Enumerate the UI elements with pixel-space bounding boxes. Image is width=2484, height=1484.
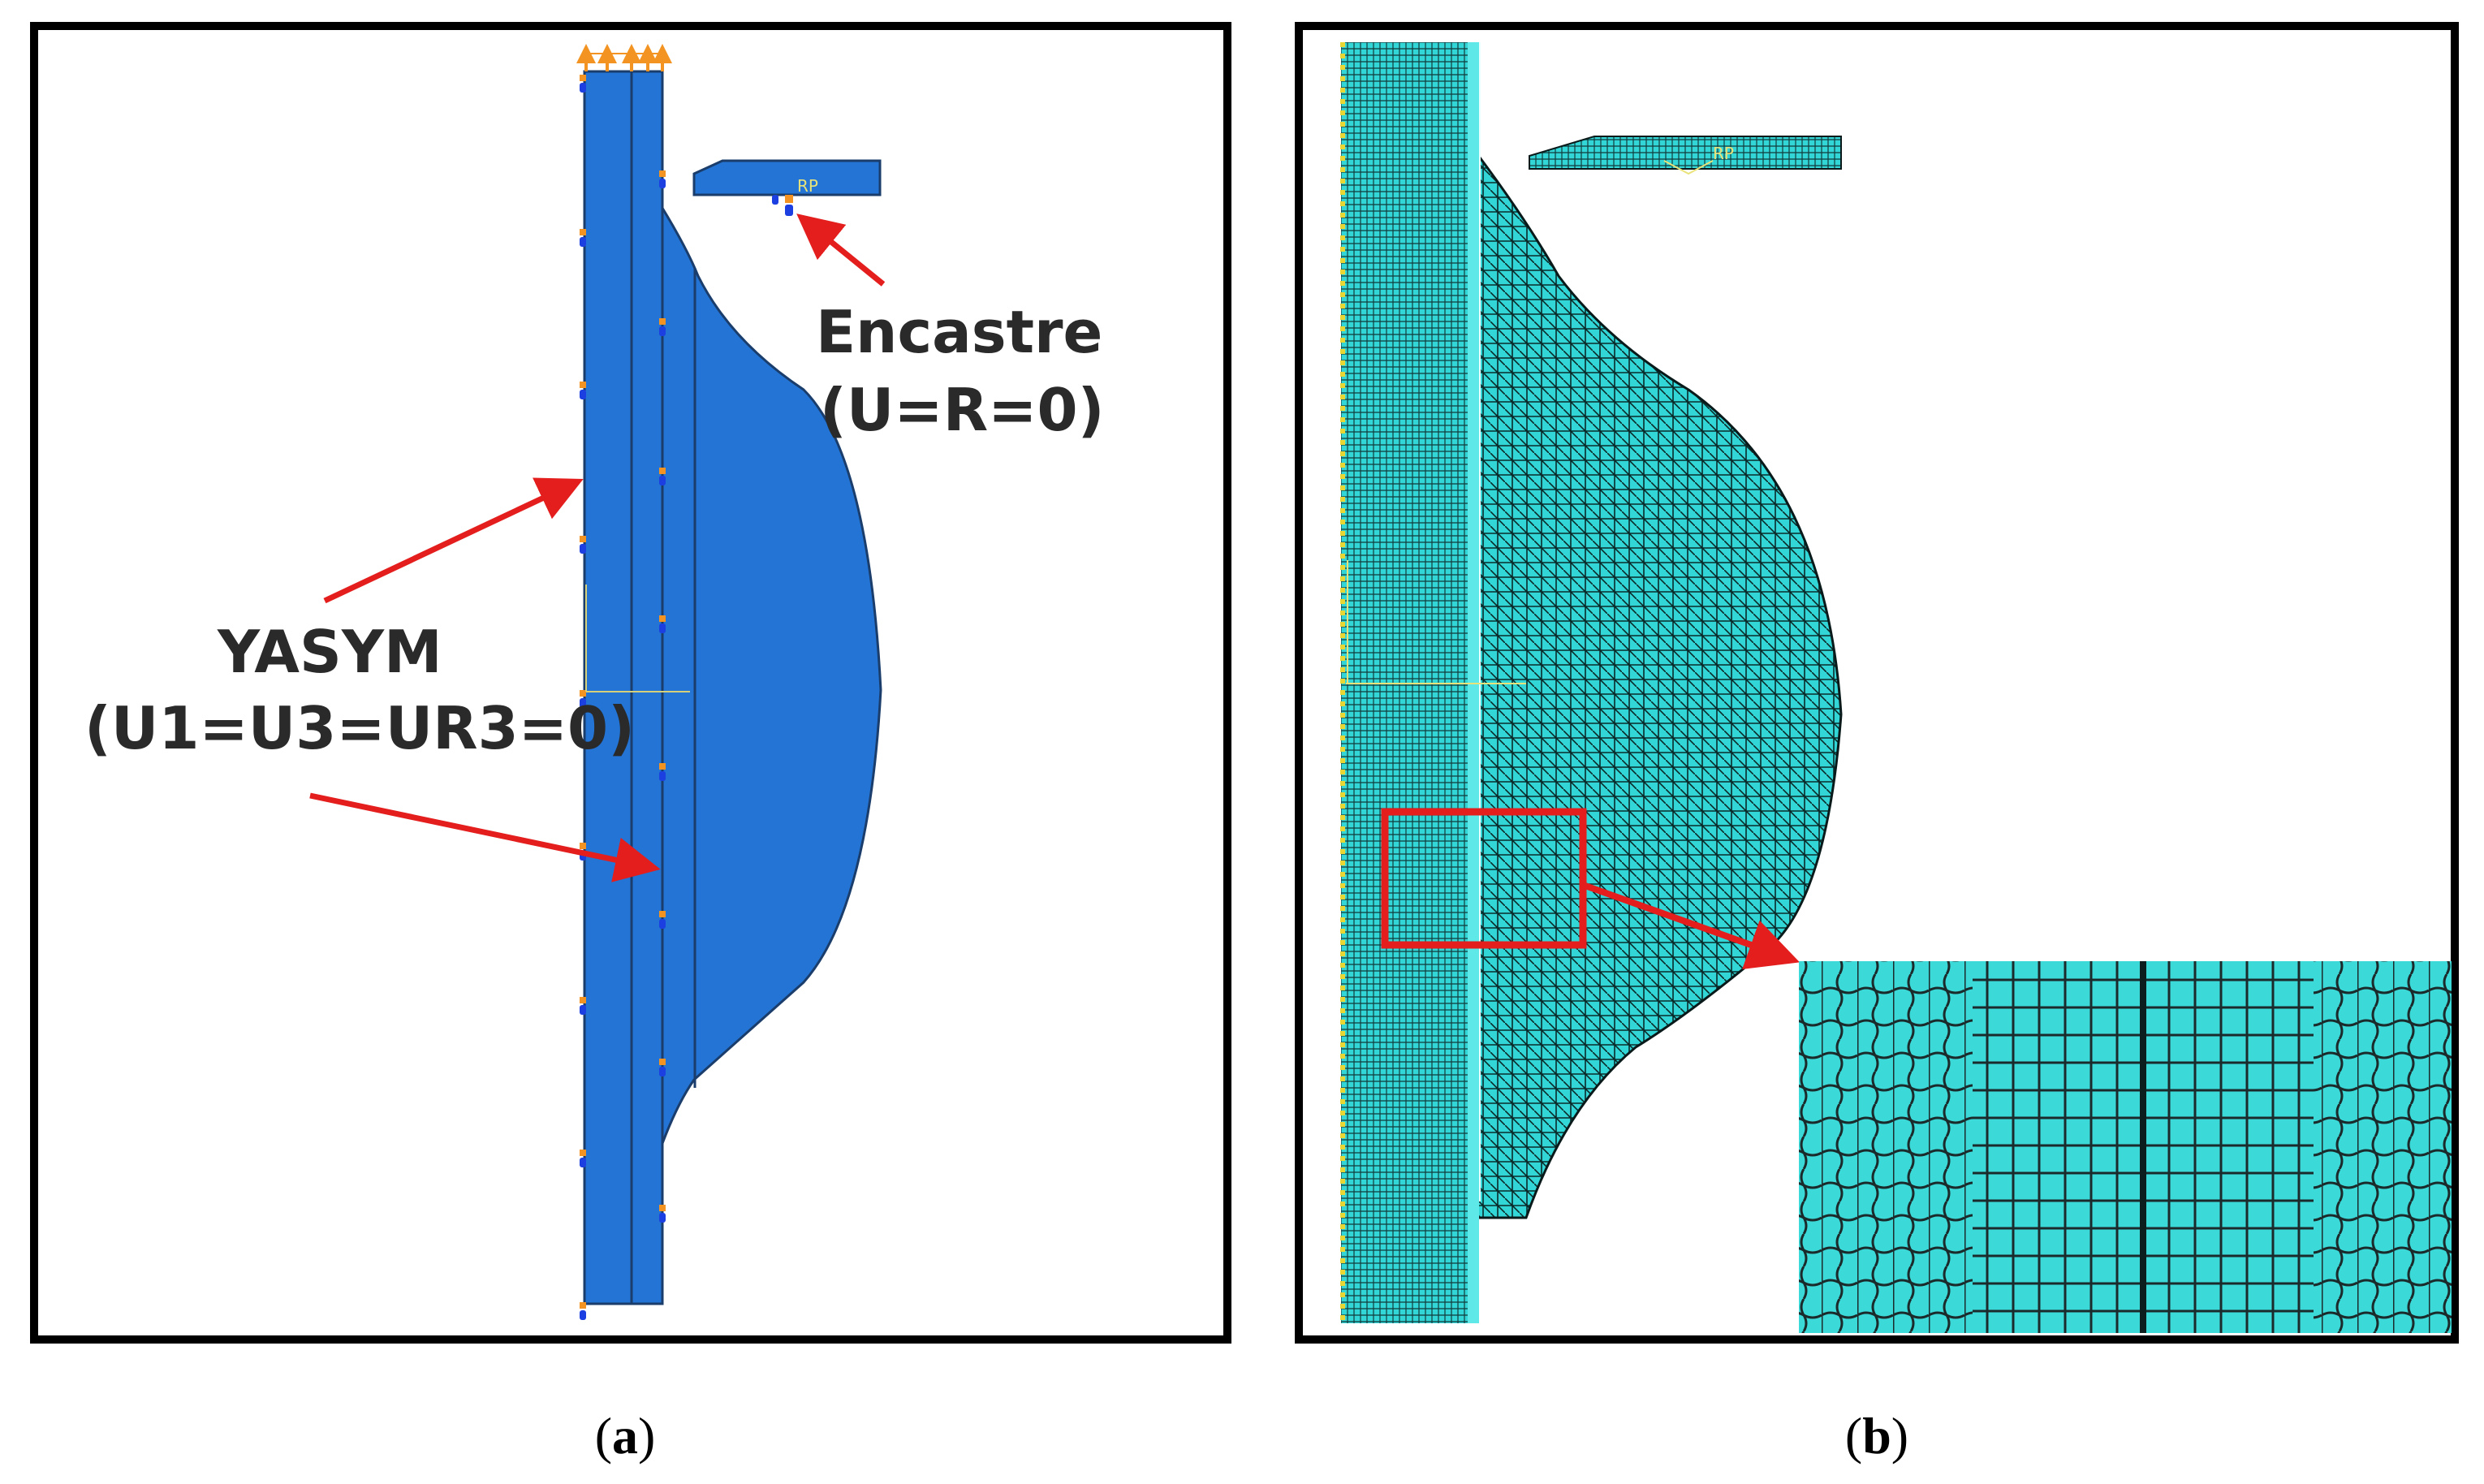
encastre-label: Encastre xyxy=(816,298,1102,366)
mesh-coordinate-triad xyxy=(1346,160,1714,684)
encastre-marker xyxy=(785,195,793,216)
encastre-condition: (U=R=0) xyxy=(820,376,1104,444)
load-arrows xyxy=(576,44,672,71)
plate-strip-2 xyxy=(630,70,664,1305)
bc-markers-left xyxy=(580,75,586,1320)
zoom-region-box xyxy=(1381,808,1587,949)
plate-strip-1 xyxy=(583,70,633,1305)
caption-a: (a) xyxy=(595,1407,656,1465)
mesh-zoom-inset xyxy=(1799,961,2452,1333)
bc-markers xyxy=(580,75,793,1320)
yasym-arrow-lower xyxy=(309,792,661,882)
panel-a: RP Encastre (U=R=0) YASYM (U1=U3=UR3=0) xyxy=(30,22,1231,1344)
caption-b: (b) xyxy=(1845,1407,1908,1465)
encastre-arrow xyxy=(796,214,886,287)
electrode-tip xyxy=(692,159,882,196)
rp-label: RP xyxy=(797,176,818,196)
bc-markers-inner xyxy=(659,170,666,1223)
bc-marker-tip xyxy=(772,195,778,205)
mesh-rp-label: RP xyxy=(1713,144,1734,163)
mesh-electrode-tip xyxy=(1529,136,1842,170)
coordinate-triad xyxy=(585,585,690,692)
panel-b: RP xyxy=(1295,22,2459,1344)
model-geometry xyxy=(583,70,882,1305)
zoom-arrow xyxy=(1581,882,1800,969)
yasym-label: YASYM xyxy=(217,618,442,686)
yasym-condition: (U1=U3=UR3=0) xyxy=(84,694,635,762)
yasym-arrow-upper xyxy=(323,477,584,604)
